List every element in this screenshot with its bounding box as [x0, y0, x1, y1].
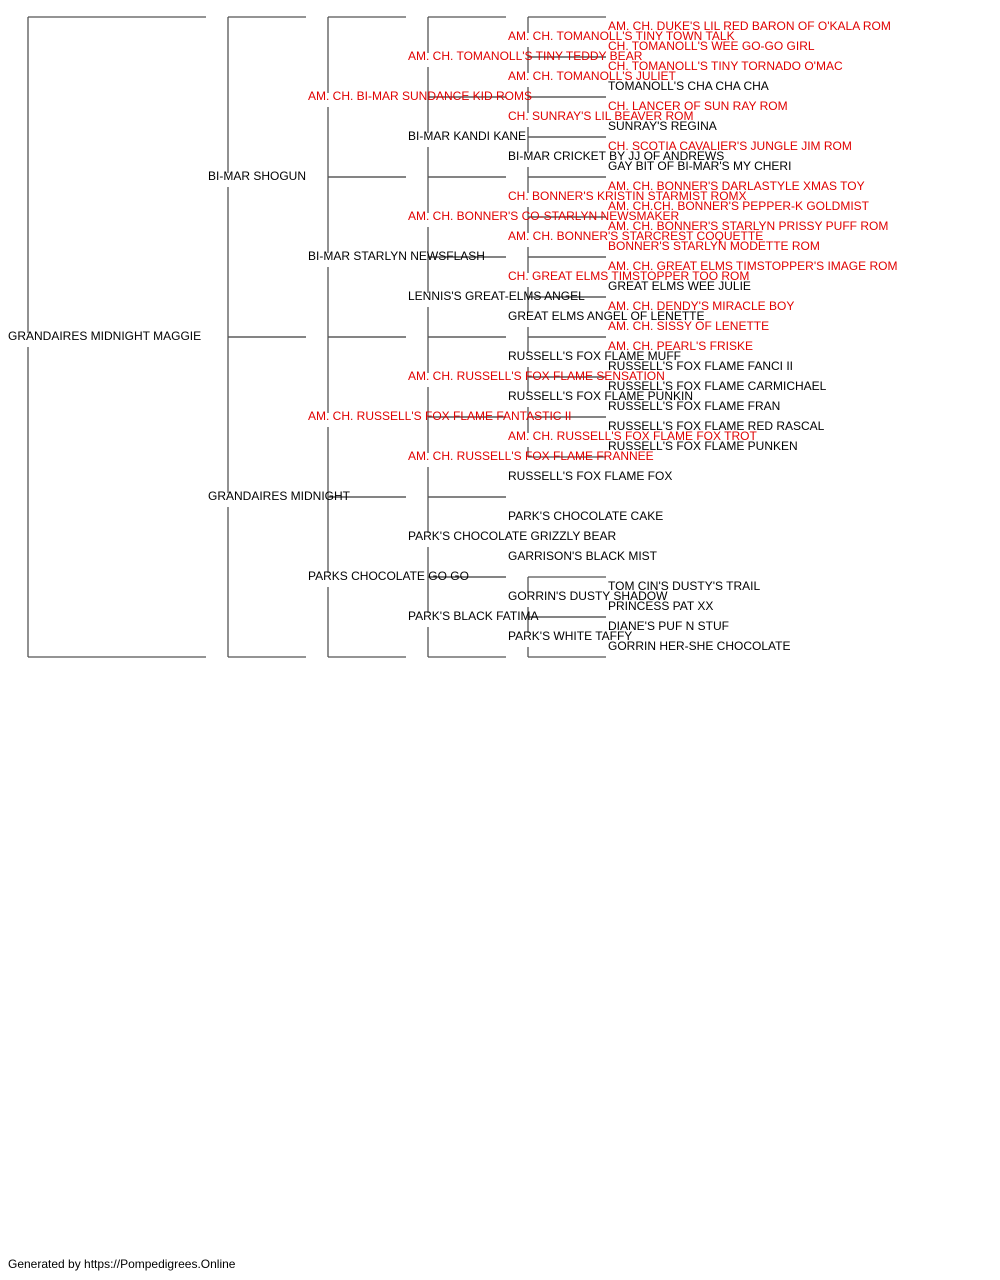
dog-name: AM. CH. PEARL'S FRISKE: [608, 339, 753, 353]
dog-name: PARK'S CHOCOLATE GRIZZLY BEAR: [408, 529, 617, 543]
dog-name: AM. CH. BONNER'S CO-STARLYN NEWSMAKER: [408, 209, 680, 223]
dog-name: CH. TOMANOLL'S TINY TORNADO O'MAC: [608, 59, 843, 73]
dog-name: AM. CH. SISSY OF LENETTE: [608, 319, 770, 333]
dog-name: RUSSELL'S FOX FLAME FOX: [508, 469, 673, 483]
dog-name: RUSSELL'S FOX FLAME FANCI II: [608, 359, 794, 373]
dog-name: GRANDAIRES MIDNIGHT: [208, 489, 351, 503]
dog-name: CH. GREAT ELMS TIMSTOPPER TOO ROM: [508, 269, 750, 283]
dog-name: AM. CH. BONNER'S STARLYN PRISSY PUFF ROM: [608, 219, 889, 233]
dog-name: RUSSELL'S FOX FLAME PUNKIN: [508, 389, 694, 403]
dog-name: TOMANOLL'S CHA CHA CHA: [608, 79, 769, 93]
dog-name: AM. CH. RUSSELL'S FOX FLAME FANTASTIC II: [308, 409, 572, 423]
dog-name: GORRIN'S DUSTY SHADOW: [508, 589, 668, 603]
dog-name: CH. SUNRAY'S LIL BEAVER ROM: [508, 109, 694, 123]
dog-name: AM. CH. BI-MAR SUNDANCE KID ROMS: [308, 89, 533, 103]
dog-name: AM. CH. BONNER'S DARLASTYLE XMAS TOY: [608, 179, 865, 193]
dog-name: AM. CH.CH. BONNER'S PEPPER-K GOLDMIST: [608, 199, 869, 213]
dog-name: GAY BIT OF BI-MAR'S MY CHERI: [608, 159, 792, 173]
dog-name: CH. LANCER OF SUN RAY ROM: [608, 99, 788, 113]
dog-name: GREAT ELMS WEE JULIE: [608, 279, 751, 293]
dog-name: PARK'S CHOCOLATE CAKE: [508, 509, 664, 523]
dog-name: AM. CH. DUKE'S LIL RED BARON OF O'KALA R…: [608, 19, 891, 33]
dog-name: AM. CH. DENDY'S MIRACLE BOY: [608, 299, 795, 313]
dog-name: RUSSELL'S FOX FLAME FRAN: [608, 399, 781, 413]
dog-name: AM. CH. TOMANOLL'S TINY TOWN TALK: [508, 29, 735, 43]
dog-name: AM. CH. RUSSELL'S FOX FLAME FOX TROT: [508, 429, 757, 443]
dog-name: PRINCESS PAT XX: [608, 599, 714, 613]
dog-name: CH. TOMANOLL'S WEE GO-GO GIRL: [608, 39, 815, 53]
dog-name: BI-MAR CRICKET BY JJ OF ANDREWS: [508, 149, 725, 163]
dog-name: GORRIN HER-SHE CHOCOLATE: [608, 639, 791, 653]
dog-name: CH. BONNER'S KRISTIN STARMIST ROMX: [508, 189, 747, 203]
footer-credit: Generated by https://Pompedigrees.Online: [8, 1257, 236, 1271]
dog-name: SUNRAY'S REGINA: [608, 119, 717, 133]
dog-name: PARKS CHOCOLATE GO GO: [308, 569, 469, 583]
dog-name: LENNIS'S GREAT-ELMS ANGEL: [408, 289, 585, 303]
dog-name: BI-MAR STARLYN NEWSFLASH: [308, 249, 485, 263]
dog-name: RUSSELL'S FOX FLAME PUNKEN: [608, 439, 798, 453]
dog-name: PARK'S WHITE TAFFY: [508, 629, 633, 643]
dog-name: CH. SCOTIA CAVALIER'S JUNGLE JIM ROM: [608, 139, 852, 153]
dog-name: AM. CH. TOMANOLL'S JULIET: [508, 69, 676, 83]
dog-name: TOM CIN'S DUSTY'S TRAIL: [608, 579, 761, 593]
dog-name: BI-MAR SHOGUN: [208, 169, 307, 183]
dog-name: GREAT ELMS ANGEL OF LENETTE: [508, 309, 705, 323]
dog-name: RUSSELL'S FOX FLAME CARMICHAEL: [608, 379, 827, 393]
dog-name: BI-MAR KANDI KANE: [408, 129, 527, 143]
dog-name: GARRISON'S BLACK MIST: [508, 549, 657, 563]
dog-name: AM. CH. TOMANOLL'S TINY TEDDY BEAR: [408, 49, 643, 63]
dog-name: GRANDAIRES MIDNIGHT MAGGIE: [8, 329, 202, 343]
dog-name: AM. CH. RUSSELL'S FOX FLAME SENSATION: [408, 369, 665, 383]
dog-name: RUSSELL'S FOX FLAME RED RASCAL: [608, 419, 825, 433]
dog-name: PARK'S BLACK FATIMA: [408, 609, 539, 623]
dog-name: DIANE'S PUF N STUF: [608, 619, 729, 633]
dog-name: BONNER'S STARLYN MODETTE ROM: [608, 239, 820, 253]
dog-name: AM. CH. RUSSELL'S FOX FLAME FRANNEE: [408, 449, 654, 463]
dog-name: AM. CH. BONNER'S STARCREST COQUETTE: [508, 229, 764, 243]
dog-name: AM. CH. GREAT ELMS TIMSTOPPER'S IMAGE RO…: [608, 259, 898, 273]
dog-name: RUSSELL'S FOX FLAME MUFF: [508, 349, 681, 363]
